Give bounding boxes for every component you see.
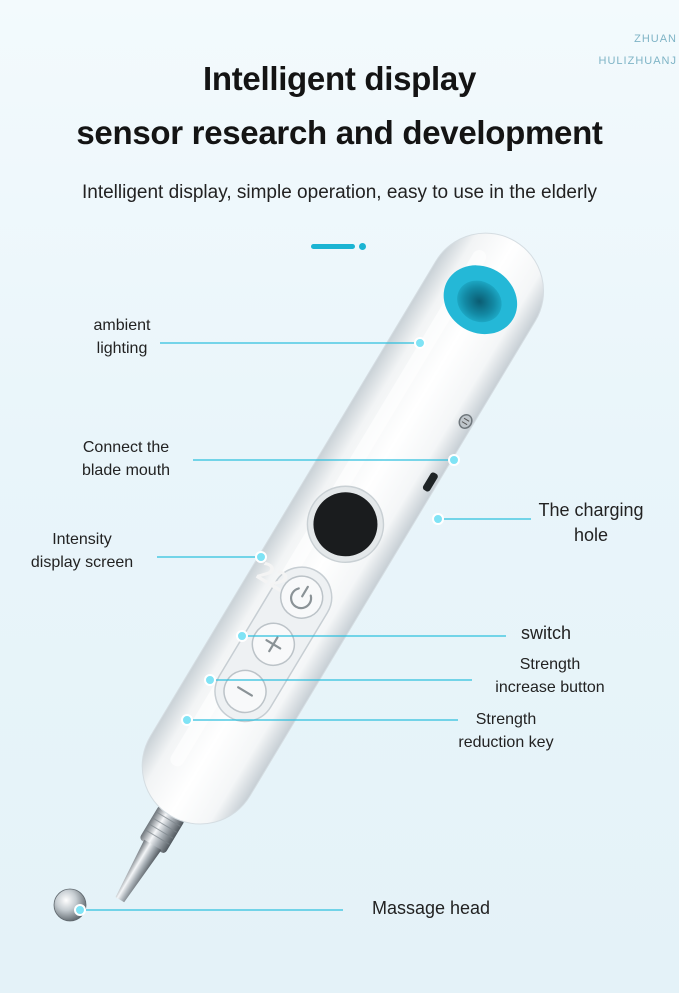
charging-hole [422,472,438,492]
pen-body-group [115,232,545,903]
label-massage-head: Massage head [356,896,506,921]
page-title-line-2: sensor research and development [76,114,603,151]
page-subtitle: Intelligent display, simple operation, e… [81,182,598,203]
label-strength-increase-line-1: Strength [519,656,581,673]
label-intensity-screen: Intensity display screen [24,528,140,574]
dot-strength-reduction [181,714,193,726]
label-strength-reduction-line-2: reduction key [458,734,554,751]
label-blade-mouth-line-1: Connect the [82,439,170,456]
dot-massage-head [74,904,86,916]
watermark-line-2: HULIZHUANJ [598,55,677,67]
label-charging-hole-line-2: hole [573,525,609,545]
dot-strength-increase [204,674,216,686]
display-screen [313,492,378,557]
label-intensity-screen-line-2: display screen [30,554,134,571]
label-massage-head-line-1: Massage head [371,898,491,918]
minus-icon [237,686,253,697]
label-strength-reduction-line-1: Strength [475,711,537,728]
decorative-divider-dot [359,243,366,250]
label-switch: switch [510,621,582,646]
label-blade-mouth: Connect the blade mouth [72,436,180,482]
label-blade-mouth-line-2: blade mouth [81,462,171,479]
watermark: ZHUAN HULIZHUANJ [599,28,677,72]
label-strength-increase: Strength increase button [484,653,616,699]
label-ambient-lighting: ambient lighting [86,314,158,360]
label-charging-hole-line-1: The charging [538,500,644,520]
dot-intensity-screen [255,551,267,563]
blade-mouth-port [458,413,473,429]
label-charging-hole: The charging hole [532,498,650,548]
label-strength-increase-line-2: increase button [495,679,605,696]
dot-blade-mouth [448,454,460,466]
page-title-line-1: Intelligent display [202,60,476,97]
callout-dots [74,337,460,916]
label-ambient-lighting-line-1: ambient [93,317,151,334]
watermark-line-1: ZHUAN [634,33,677,45]
pen-metal-shaft [115,839,162,903]
label-strength-reduction: Strength reduction key [448,708,564,754]
dot-switch [236,630,248,642]
callout-leaders [80,342,531,911]
decorative-divider-bar [311,244,355,249]
label-intensity-screen-line-1: Intensity [52,531,112,548]
plus-icon [265,636,282,653]
label-switch-line-1: switch [520,623,571,643]
dot-charging-hole [432,513,444,525]
dot-ambient-lighting [414,337,426,349]
power-icon [289,585,313,610]
label-ambient-lighting-line-2: lighting [96,340,148,357]
